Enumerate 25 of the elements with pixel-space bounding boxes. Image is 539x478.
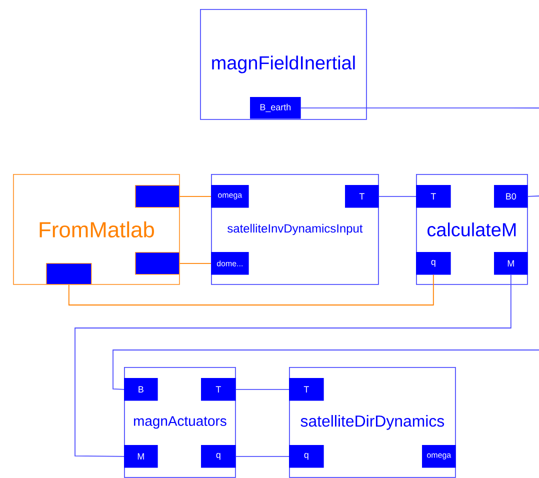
port-box: T	[416, 184, 451, 208]
port-box	[135, 252, 180, 275]
port-box: T	[289, 378, 324, 401]
port-box: q	[201, 445, 236, 468]
connector-line	[378, 196, 416, 197]
connector-line	[179, 262, 212, 264]
port-box: M	[124, 445, 158, 468]
port-box: T	[201, 378, 236, 401]
connector-line	[179, 196, 212, 197]
connector-line	[68, 274, 434, 306]
port-box: B	[124, 378, 158, 401]
port-box: M	[494, 252, 528, 275]
connector-line	[235, 456, 290, 457]
connector-line	[300, 107, 539, 108]
port-box: q	[289, 445, 324, 468]
port-box: q	[416, 252, 451, 275]
port-box: B0	[494, 184, 528, 208]
port-box: T	[345, 184, 379, 208]
port-box	[135, 184, 180, 208]
connector-line	[112, 350, 539, 390]
connector-line	[527, 196, 539, 197]
port-box	[46, 263, 92, 285]
connector-line	[235, 388, 290, 390]
port-box: B_earth	[250, 97, 301, 119]
connector-line	[74, 274, 512, 457]
